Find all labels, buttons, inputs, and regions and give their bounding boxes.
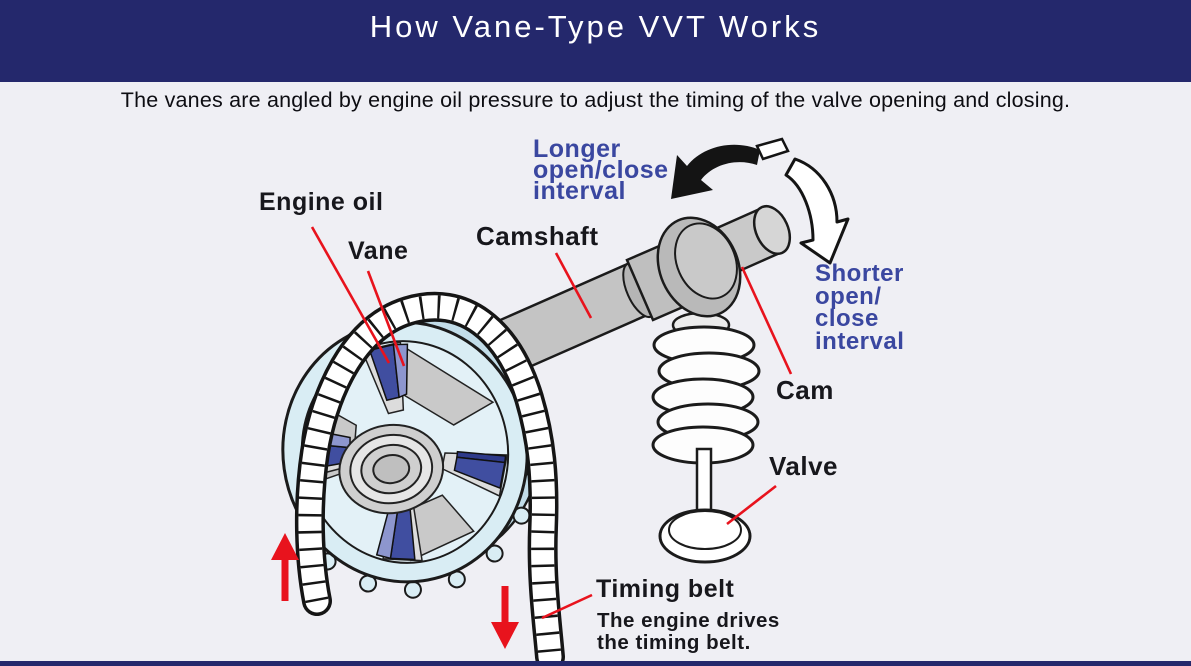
label-timing-belt: Timing belt <box>596 575 735 603</box>
header-bar: How Vane-Type VVT Works <box>0 0 1191 82</box>
cam-lobe <box>622 216 742 322</box>
timing-belt-chain <box>294 291 565 666</box>
rotation-arrow-ccw-icon <box>671 137 790 199</box>
label-timing-belt-note: The engine drives the timing belt. <box>597 609 780 654</box>
valve-spring <box>651 301 761 465</box>
label-shorter-interval: Shorter open/ close interval <box>815 260 905 355</box>
label-longer-interval: Longer open/close interval <box>533 135 669 205</box>
timing-belt-leader <box>541 593 593 620</box>
hub <box>338 423 445 515</box>
page-title: How Vane-Type VVT Works <box>369 9 822 44</box>
camshaft-leader <box>554 252 593 319</box>
label-cam: Cam <box>776 375 834 405</box>
belt-down-arrow-icon <box>491 586 519 649</box>
bottom-bar <box>0 661 1191 666</box>
valve-leader <box>726 484 777 526</box>
rotation-arrow-cw-icon <box>784 157 850 265</box>
belt-up-arrow-icon <box>271 533 299 601</box>
label-camshaft: Camshaft <box>476 221 599 251</box>
valve <box>658 447 752 564</box>
label-valve: Valve <box>769 451 839 481</box>
vane-leader <box>366 270 406 367</box>
engine-oil-leader <box>310 226 391 364</box>
label-vane: Vane <box>348 237 409 265</box>
subtitle-text: The vanes are angled by engine oil press… <box>120 88 1071 112</box>
leader-lines <box>310 226 793 620</box>
label-engine-oil: Engine oil <box>259 188 384 216</box>
cam-leader <box>740 266 793 375</box>
